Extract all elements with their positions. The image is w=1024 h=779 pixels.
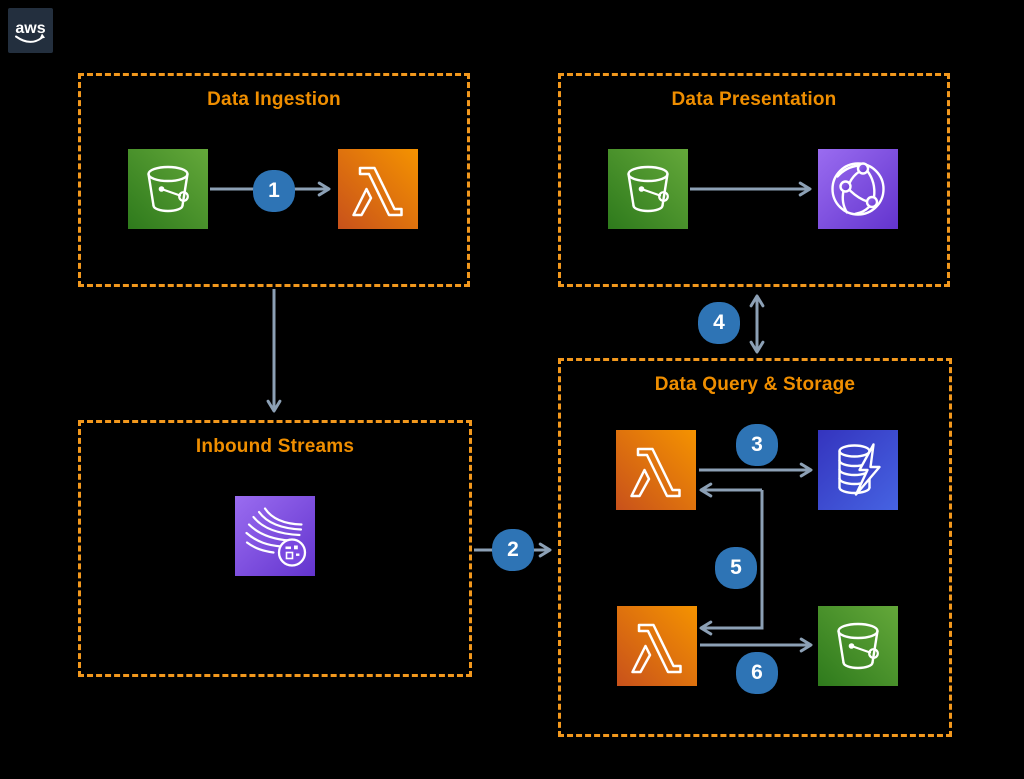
step-badge-2: 2: [492, 529, 534, 571]
s3-icon: [818, 606, 898, 686]
group-inbound-streams: Inbound Streams: [78, 420, 472, 677]
arrow-loop-to-lambda-bottom: [699, 490, 764, 636]
lambda-icon: [338, 149, 418, 229]
kinesis-data-firehose-icon: [235, 496, 315, 576]
aws-logo: aws: [8, 8, 53, 53]
lambda-icon: [616, 430, 696, 510]
step-badge-4: 4: [698, 302, 740, 344]
aws-logo-text: aws: [15, 20, 45, 37]
lambda-icon: [617, 606, 697, 686]
step-badge-3: 3: [736, 424, 778, 466]
group-title-data-ingestion: Data Ingestion: [207, 89, 341, 110]
group-data-query-storage: Data Query & Storage: [558, 358, 952, 737]
s3-icon: [608, 149, 688, 229]
step-badge-6: 6: [736, 652, 778, 694]
group-title-data-query-storage: Data Query & Storage: [654, 374, 856, 395]
step-badge-1: 1: [253, 170, 295, 212]
s3-icon: [128, 149, 208, 229]
group-data-presentation: Data Presentation: [558, 73, 950, 287]
cloudfront-icon: [818, 149, 898, 229]
group-data-ingestion: Data Ingestion: [78, 73, 470, 287]
group-title-inbound-streams: Inbound Streams: [195, 436, 355, 457]
group-title-data-presentation: Data Presentation: [671, 89, 837, 110]
elasticache-icon: [818, 430, 898, 510]
step-badge-5: 5: [715, 547, 757, 589]
